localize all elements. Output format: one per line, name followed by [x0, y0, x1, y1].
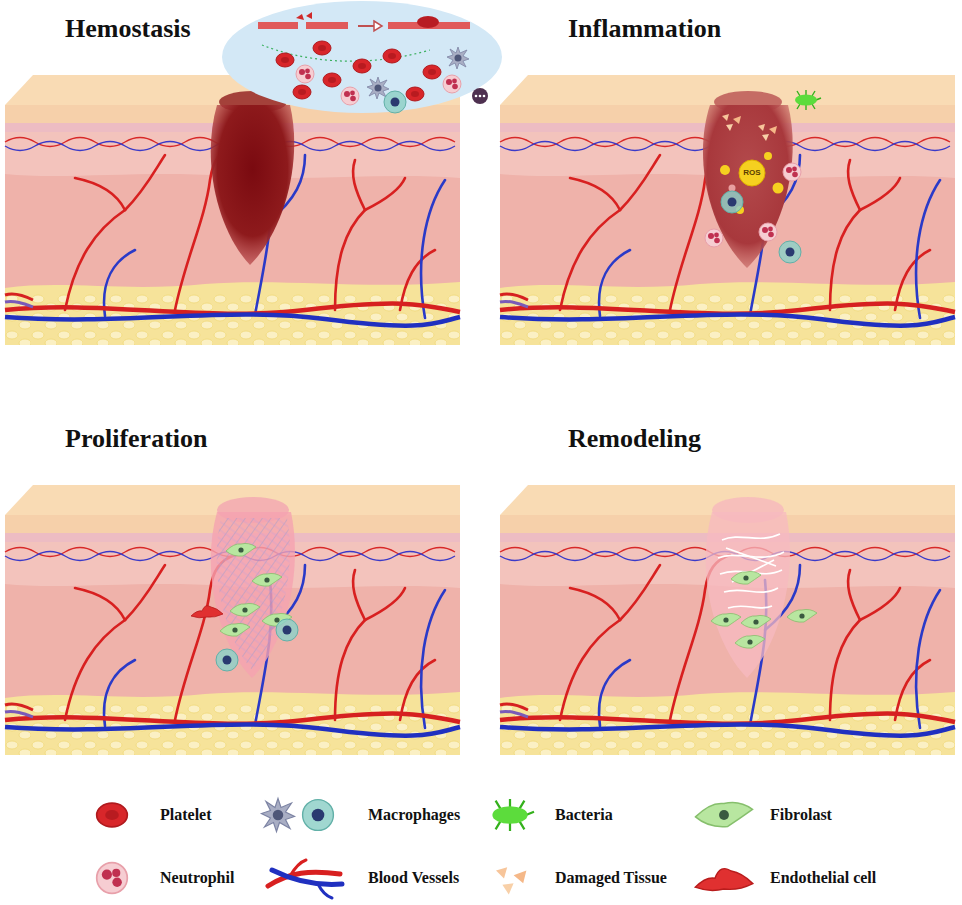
legend-label: Endothelial cell [770, 869, 876, 887]
legend-label: Macrophages [368, 806, 460, 824]
legend-label: Fibrolast [770, 806, 832, 824]
panel-title: Inflammation [568, 14, 721, 44]
inflammation-panel [500, 75, 955, 345]
legend-label: Neutrophil [160, 869, 234, 887]
legend-label: Bacteria [555, 806, 613, 824]
legend-label: Damaged Tissue [555, 869, 667, 887]
clotting-inset [222, 1, 502, 113]
proliferation-panel [5, 485, 460, 755]
legend-icons [97, 799, 753, 899]
panel-title: Proliferation [65, 424, 207, 454]
panel-title: Remodeling [568, 424, 701, 454]
legend-label: Blood Vessels [368, 869, 459, 887]
ros-label: ROS [743, 168, 760, 177]
panel-title: Hemostasis [65, 14, 191, 44]
legend-label: Platelet [160, 806, 212, 824]
hemostasis-panel [5, 75, 460, 345]
remodeling-panel [500, 485, 955, 755]
